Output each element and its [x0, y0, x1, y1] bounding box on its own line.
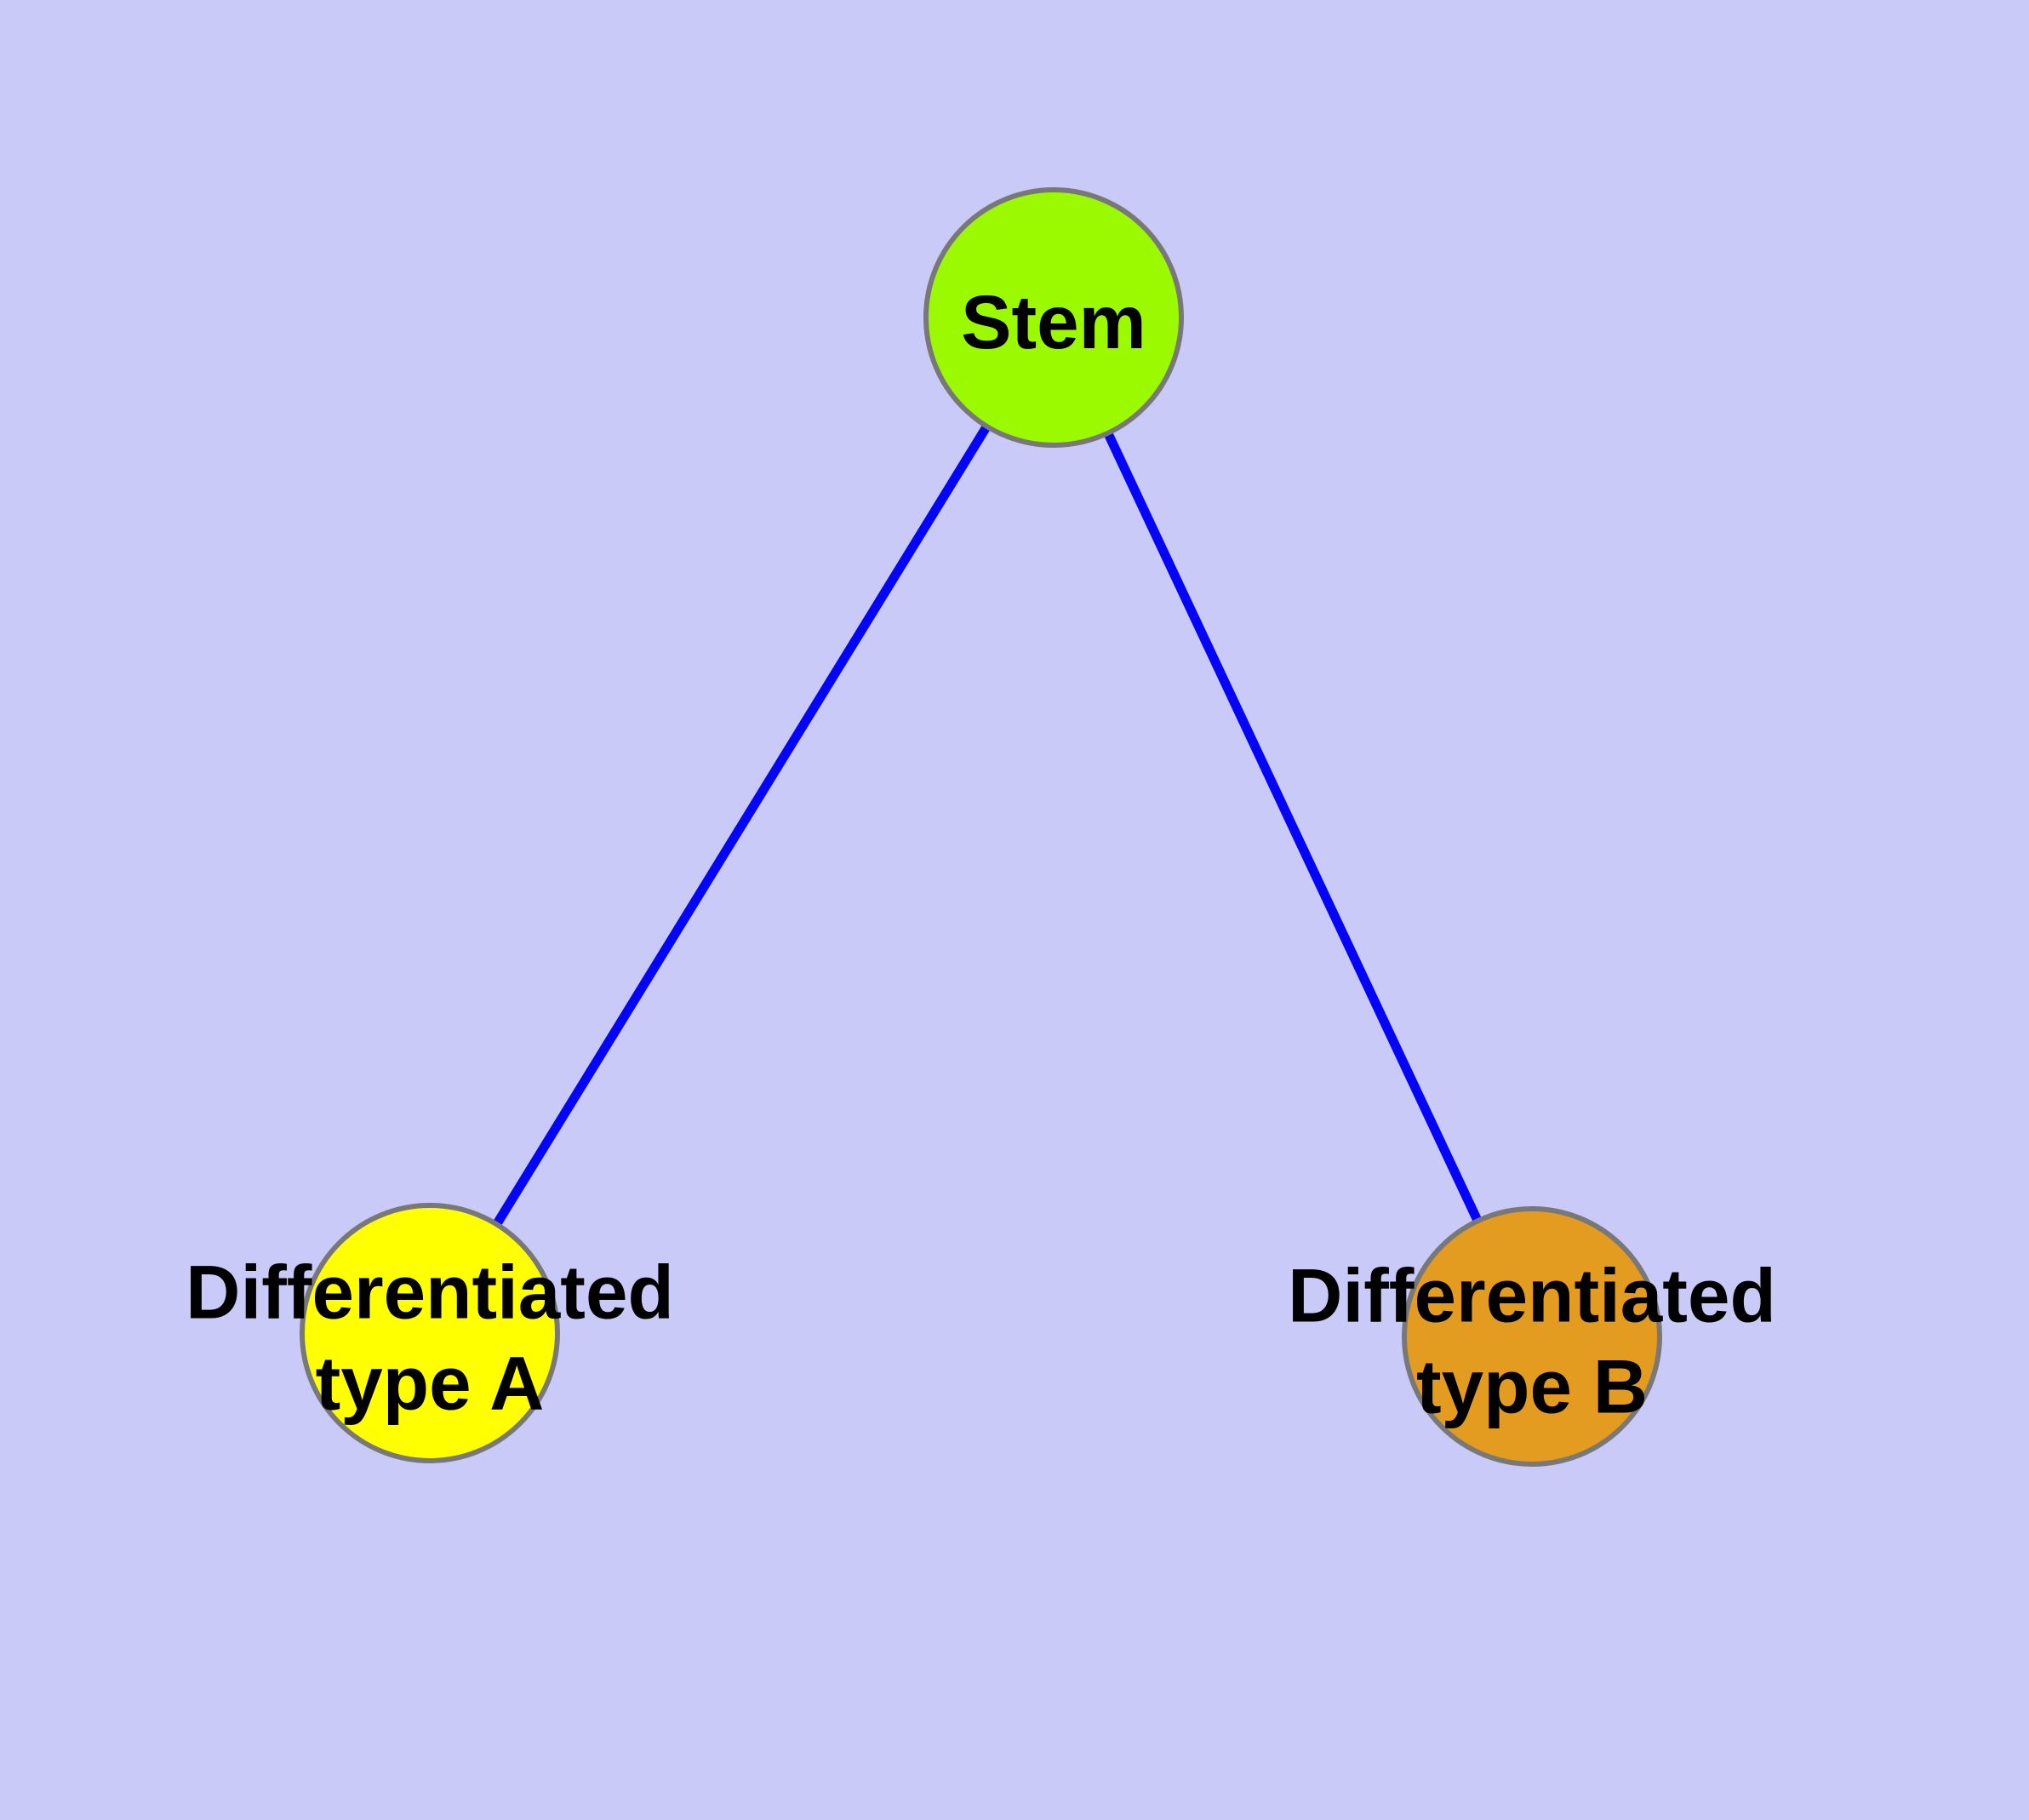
node-diff_a-label-line-2: type A	[316, 1341, 545, 1426]
node-diff_a-label-line-1: Differentiated	[186, 1250, 674, 1335]
node-stem-label-line-1: Stem	[961, 279, 1146, 364]
node-diff_b-circle	[1402, 1206, 1662, 1467]
nodes-layer	[300, 187, 1662, 1467]
node-diff_b-label-line-1: Differentiated	[1288, 1253, 1776, 1338]
edges-layer	[426, 315, 1536, 1339]
node-stem-label: Stem	[961, 279, 1146, 364]
edge-stem-to-diff_a	[426, 315, 1058, 1336]
node-diff_a-circle	[300, 1203, 560, 1463]
node-stem-circle	[923, 187, 1184, 448]
edge-stem-to-diff_b	[1049, 315, 1536, 1339]
node-diff_b-label-line-2: type B	[1416, 1344, 1648, 1429]
